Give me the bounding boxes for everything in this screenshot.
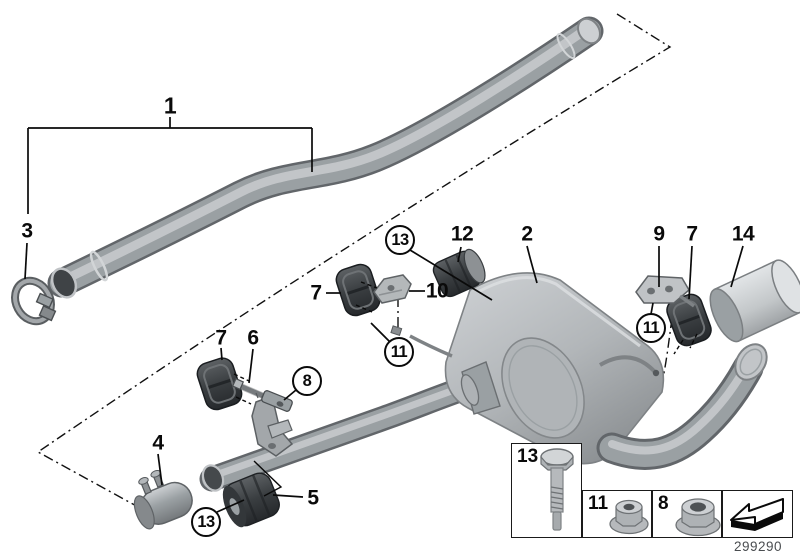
callout-3[interactable]: 3 [21, 219, 33, 243]
legend-label-8: 8 [658, 493, 669, 514]
rubber-hanger-mid-drawing [335, 263, 381, 317]
rear-muffler-drawing [390, 272, 768, 470]
callout-7-mid[interactable]: 7 [310, 281, 322, 305]
stud-leader-dashes [233, 281, 698, 405]
callout-7-left[interactable]: 7 [215, 326, 227, 350]
tailpipe-trim-drawing [709, 259, 800, 343]
bracket-10-drawing [373, 274, 412, 304]
callout-5[interactable]: 5 [307, 486, 319, 510]
callout-4[interactable]: 4 [152, 431, 164, 455]
flange-nut-icon [609, 499, 649, 535]
legend-box-13[interactable]: 13 [511, 443, 582, 538]
callout-12[interactable]: 12 [450, 222, 474, 246]
bolt-6-drawing [231, 377, 293, 412]
front-pipe-drawing [47, 16, 604, 299]
bracket-9-drawing [635, 275, 696, 308]
callout-9[interactable]: 9 [653, 222, 665, 246]
callout-14[interactable]: 14 [731, 222, 755, 246]
callout-6[interactable]: 6 [247, 326, 259, 350]
diagram-number: 299290 [733, 539, 783, 554]
callout-13-bottom[interactable]: 13 [191, 507, 221, 537]
legend-box-8[interactable]: 8 [652, 490, 722, 538]
leader-lines [24, 117, 744, 513]
callout-8-circled[interactable]: 8 [292, 366, 322, 396]
direction-of-travel-arrow-icon [730, 498, 784, 531]
rubber-hanger-left-drawing [196, 357, 243, 411]
flange-nut-large-icon [675, 498, 721, 537]
callout-1[interactable]: 1 [163, 92, 177, 119]
legend-box-11[interactable]: 11 [582, 490, 652, 538]
callout-11-left[interactable]: 11 [384, 337, 414, 367]
callout-11-right[interactable]: 11 [636, 313, 666, 343]
callout-7-right[interactable]: 7 [686, 222, 698, 246]
callout-10[interactable]: 10 [425, 279, 449, 303]
legend-box-direction[interactable] [722, 490, 793, 538]
legend-label-11: 11 [588, 493, 609, 514]
mid-pipe-drawing [199, 374, 481, 492]
callout-13-top[interactable]: 13 [385, 225, 415, 255]
hex-bolt-icon [540, 448, 574, 531]
clamp-3-drawing [11, 276, 57, 326]
callout-2[interactable]: 2 [521, 222, 533, 246]
legend-label-13: 13 [517, 446, 539, 467]
